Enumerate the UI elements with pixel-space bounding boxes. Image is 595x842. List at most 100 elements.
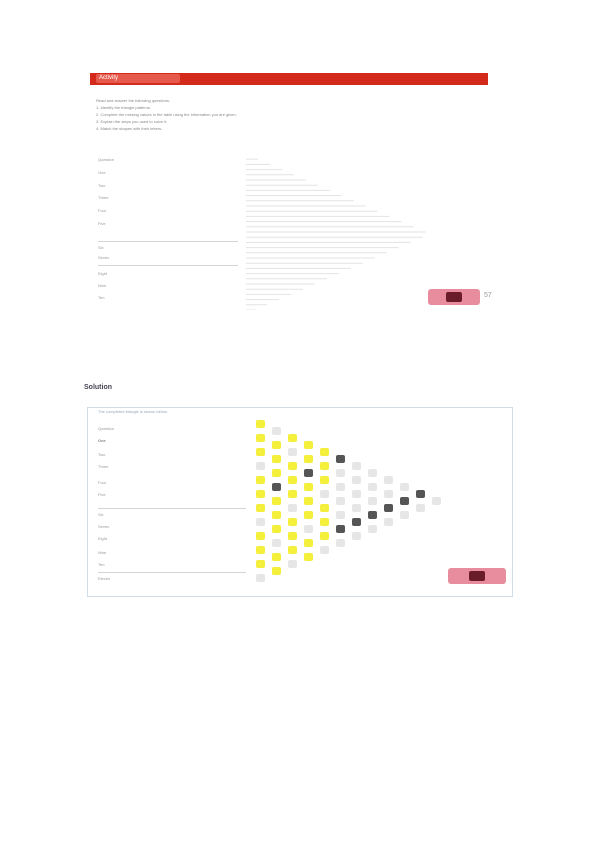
triangle-cell: [352, 476, 361, 484]
form-item: Three: [98, 195, 109, 200]
triangle-cell: [272, 567, 281, 575]
instruction-line: 4. Match the shapes with their letters.: [96, 126, 163, 131]
triangle-cell: [272, 455, 281, 463]
solution-caption: The completed triangle is shown below.: [98, 409, 168, 414]
triangle-cell: [336, 511, 345, 519]
triangle-cell: [384, 490, 393, 498]
triangle-cell: [320, 476, 329, 484]
triangle-cell: [304, 553, 313, 561]
triangle-cell: [320, 518, 329, 526]
triangle-cell: [400, 511, 409, 519]
triangle-cell: [384, 504, 393, 512]
triangle-cell: [320, 504, 329, 512]
form-item: Six: [98, 512, 104, 517]
triangle-cell: [288, 546, 297, 554]
exercise-form: Question One Two Three Four Five Six Sev…: [98, 153, 238, 305]
triangle-cell: [304, 539, 313, 547]
triangle-cell: [288, 434, 297, 442]
triangle-cell: [432, 497, 441, 505]
triangle-cell: [384, 476, 393, 484]
triangle-cell: [336, 483, 345, 491]
form-divider: [98, 265, 238, 266]
triangle-cell: [256, 504, 265, 512]
triangle-cell: [272, 553, 281, 561]
triangle-cell: [288, 532, 297, 540]
section-header-bar: Activity: [90, 73, 488, 85]
form-item: Nine: [98, 550, 107, 555]
triangle-cell: [304, 525, 313, 533]
triangle-cell: [256, 476, 265, 484]
section-heading: Activity: [96, 74, 180, 83]
triangle-cell: [288, 476, 297, 484]
form-item: Eight: [98, 271, 108, 276]
form-item: Eleven: [98, 576, 111, 581]
page-number: 57: [484, 292, 492, 299]
solution-frame: [87, 407, 513, 597]
triangle-cell: [384, 518, 393, 526]
triangle-cell: [368, 483, 377, 491]
triangle-cell: [352, 532, 361, 540]
triangle-cell: [272, 539, 281, 547]
badge: [428, 289, 480, 305]
form-item: Five: [98, 221, 106, 226]
triangle-cell: [288, 448, 297, 456]
triangle-cell: [272, 427, 281, 435]
triangle-cell: [400, 483, 409, 491]
triangle-cell: [304, 455, 313, 463]
triangle-cell: [256, 532, 265, 540]
triangle-cell: [304, 469, 313, 477]
form-item: Three: [98, 464, 109, 469]
triangle-cell: [336, 525, 345, 533]
triangle-cell: [320, 546, 329, 554]
instructions: Read and answer the following questions.…: [96, 97, 426, 132]
badge-center: [446, 292, 462, 302]
form-item: Two: [98, 183, 106, 188]
triangle-cell: [400, 497, 409, 505]
triangle-cell: [336, 497, 345, 505]
badge-center: [469, 571, 485, 581]
form-item: Question: [98, 426, 115, 431]
triangle-cell: [288, 518, 297, 526]
form-divider: [98, 508, 246, 509]
triangle-cell: [256, 462, 265, 470]
form-item: One: [98, 170, 106, 175]
form-divider: [98, 572, 246, 573]
exercise-triangle-grid: [246, 158, 426, 310]
triangle-cell: [352, 490, 361, 498]
form-item: Five: [98, 492, 106, 497]
form-divider: [98, 241, 238, 242]
triangle-cell: [320, 490, 329, 498]
triangle-cell: [320, 532, 329, 540]
triangle-cell: [288, 462, 297, 470]
triangle-cell: [336, 455, 345, 463]
triangle-cell: [336, 539, 345, 547]
triangle-cell: [368, 511, 377, 519]
solution-title: Solution: [84, 384, 112, 391]
instruction-line: 3. Explain the steps you used to solve i…: [96, 119, 168, 124]
form-item: Seven: [98, 255, 110, 260]
instruction-line: Read and answer the following questions.: [96, 98, 171, 103]
triangle-cell: [304, 441, 313, 449]
triangle-cell: [320, 448, 329, 456]
instruction-line: 1. Identify the triangle patterns.: [96, 105, 151, 110]
triangle-cell: [288, 560, 297, 568]
triangle-cell: [320, 462, 329, 470]
triangle-cell: [304, 483, 313, 491]
triangle-cell: [272, 441, 281, 449]
triangle-cell: [368, 497, 377, 505]
form-item: Two: [98, 452, 106, 457]
form-item: Seven: [98, 524, 110, 529]
triangle-cell: [304, 497, 313, 505]
triangle-cell: [416, 490, 425, 498]
form-item: Question: [98, 157, 115, 162]
triangle-cell: [352, 504, 361, 512]
form-item: Eight: [98, 536, 108, 541]
instruction-line: 2. Complete the missing values in the ta…: [96, 112, 237, 117]
triangle-cell: [256, 490, 265, 498]
triangle-cell: [256, 434, 265, 442]
solution-triangle-grid: [256, 420, 441, 582]
triangle-cell: [272, 525, 281, 533]
triangle-cell: [336, 469, 345, 477]
triangle-cell: [352, 462, 361, 470]
